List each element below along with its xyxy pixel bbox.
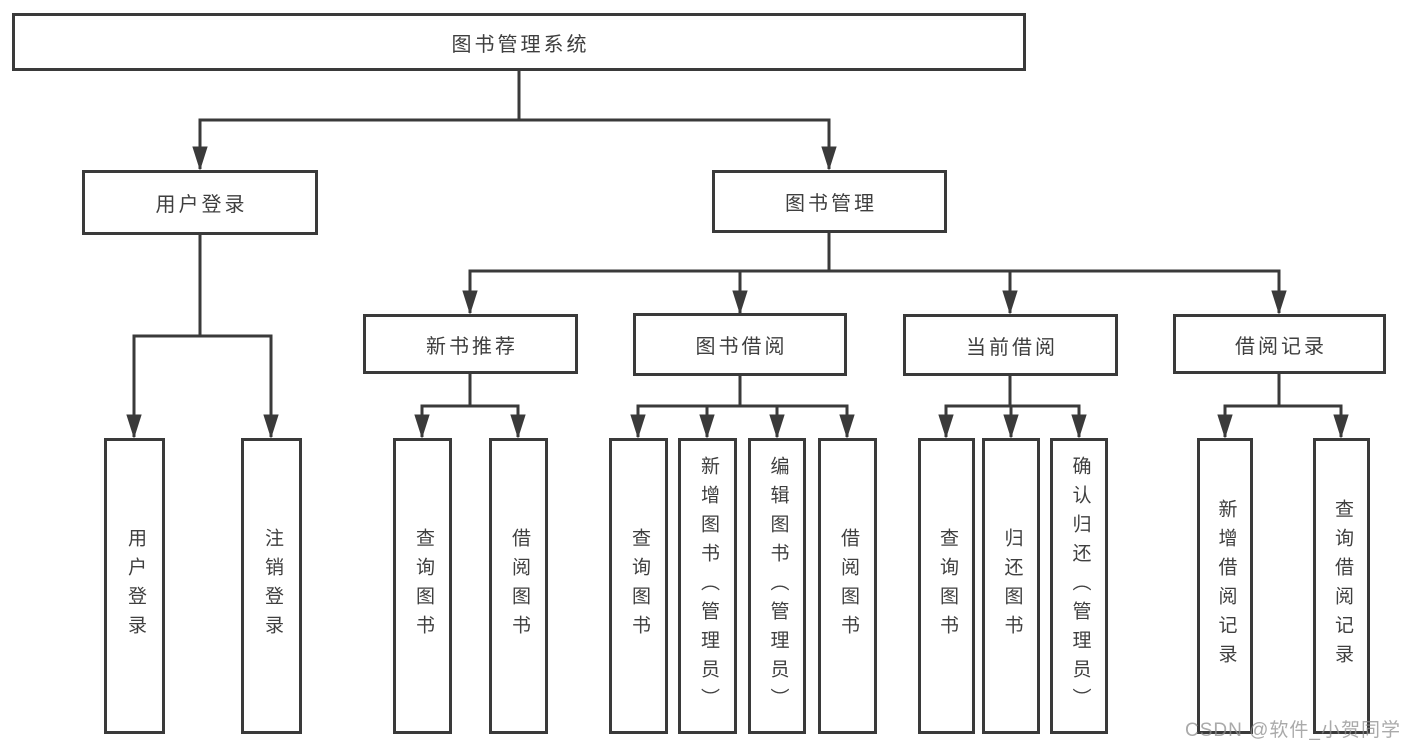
node-label: 注销登录	[261, 528, 283, 644]
connector-bookborrow-to-leaves	[637, 375, 849, 437]
node-new-book-recommendation: 新书推荐	[363, 314, 578, 374]
node-label: 借阅图书	[508, 528, 530, 644]
node-leaf-logout: 注销登录	[241, 438, 302, 734]
node-label: 新增图书（管理员）	[697, 455, 719, 717]
node-book-management-group: 图书管理	[712, 170, 947, 233]
connector-borrowrecords-to-leaves	[1224, 374, 1343, 437]
node-library-management-system: 图书管理系统	[12, 13, 1026, 71]
node-leaf-return-books: 归还图书	[982, 438, 1040, 734]
node-label: 归还图书	[1001, 528, 1023, 644]
connector-root-to-level2	[199, 70, 831, 169]
node-leaf-edit-books-admin: 编辑图书（管理员）	[748, 438, 806, 734]
node-leaf-add-borrow-record: 新增借阅记录	[1197, 438, 1253, 734]
node-current-borrowing: 当前借阅	[903, 314, 1118, 376]
node-leaf-add-books-admin: 新增图书（管理员）	[678, 438, 737, 734]
node-user-login-group: 用户登录	[82, 170, 318, 235]
node-leaf-query-books-borrow: 查询图书	[609, 438, 668, 734]
node-label: 确认归还（管理员）	[1069, 455, 1091, 717]
connector-newbookrec-to-leaves	[421, 374, 520, 437]
node-leaf-confirm-return-admin: 确认归还（管理员）	[1050, 438, 1108, 734]
node-leaf-borrow-books-rec: 借阅图书	[489, 438, 548, 734]
csdn-watermark: CSDN @软件_小贺同学	[1185, 720, 1401, 741]
connector-userlogin-to-leaves	[133, 235, 273, 437]
connector-bookmgmt-to-level3	[469, 233, 1281, 313]
node-label: 借阅图书	[837, 528, 859, 644]
connector-currentborrow-to-leaves	[945, 375, 1081, 437]
node-leaf-borrow-books: 借阅图书	[818, 438, 877, 734]
node-leaf-user-login: 用户登录	[104, 438, 165, 734]
node-leaf-query-books-current: 查询图书	[918, 438, 975, 734]
node-label: 编辑图书（管理员）	[767, 455, 789, 717]
node-leaf-query-borrow-record: 查询借阅记录	[1313, 438, 1370, 734]
node-label: 新增借阅记录	[1215, 499, 1237, 673]
node-leaf-query-books-rec: 查询图书	[393, 438, 452, 734]
node-label: 查询图书	[628, 528, 650, 644]
node-label: 查询图书	[412, 528, 434, 644]
node-label: 查询图书	[936, 528, 958, 644]
node-label: 查询借阅记录	[1331, 499, 1353, 673]
node-book-borrowing: 图书借阅	[633, 313, 847, 376]
node-borrowing-records: 借阅记录	[1173, 314, 1386, 374]
node-label: 用户登录	[124, 528, 146, 644]
